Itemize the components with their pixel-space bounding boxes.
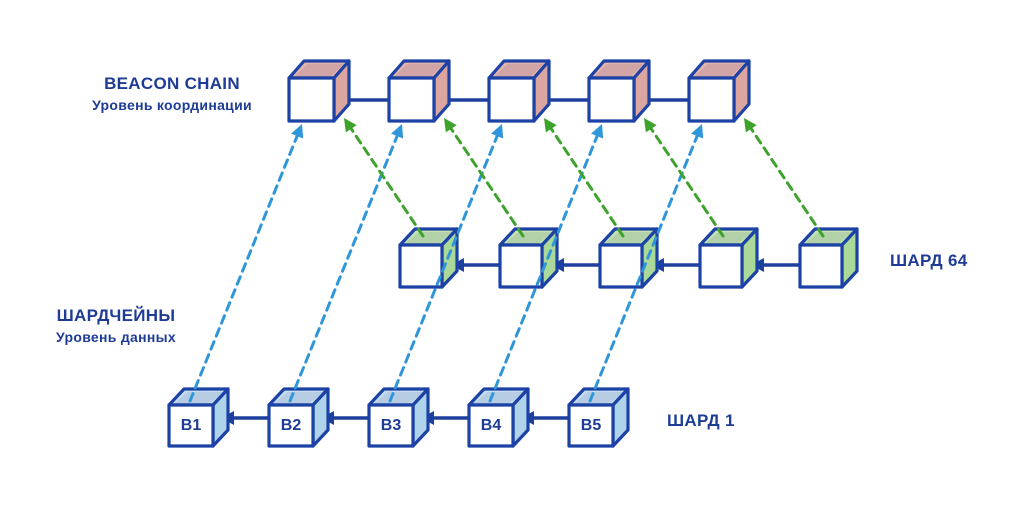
crosslink-arrow-green bbox=[649, 127, 725, 238]
crosslink-arrow-green bbox=[449, 127, 525, 238]
attestation-arrow-blue-head bbox=[691, 124, 704, 139]
crosslink-arrow-green-head bbox=[644, 118, 657, 133]
shard-1-block-cube bbox=[367, 387, 430, 448]
crosslink-arrow-green-head bbox=[544, 118, 557, 133]
beacon-block-cube bbox=[287, 59, 351, 123]
beacon-chain-row bbox=[287, 59, 751, 123]
beacon-chain-label: BEACON CHAIN Уровень координации bbox=[62, 74, 282, 114]
attestation-arrow-blue-head bbox=[391, 124, 404, 139]
beacon-chain-subtitle: Уровень координации bbox=[92, 97, 252, 113]
shard-64-block-cube bbox=[698, 227, 759, 289]
shard-64-block-cube bbox=[798, 227, 859, 289]
block-label: B4 bbox=[480, 417, 502, 434]
crosslink-arrow-green-head bbox=[744, 118, 757, 133]
shardchains-subtitle: Уровень данных bbox=[56, 329, 176, 345]
attestation-arrow-blue bbox=[388, 134, 499, 403]
crosslink-arrow-green bbox=[349, 127, 425, 238]
attestation-arrow-blue bbox=[488, 134, 599, 403]
block-label: B2 bbox=[280, 417, 302, 434]
attestation-arrow-blue bbox=[588, 134, 699, 403]
shard-1-block-cube bbox=[467, 387, 530, 448]
beacon-chain-title: BEACON CHAIN bbox=[104, 74, 240, 93]
attestation-arrow-blue-head bbox=[291, 124, 304, 139]
shard-64-row bbox=[398, 227, 859, 289]
crosslink-arrow-green bbox=[549, 127, 625, 238]
attestation-arrow-blue bbox=[188, 134, 299, 403]
shard-1-row bbox=[167, 387, 630, 448]
attestation-arrow-blue-head bbox=[591, 124, 604, 139]
shard-64-block-cube bbox=[498, 227, 559, 289]
block-label: B1 bbox=[180, 417, 202, 434]
crosslink-arrow-green bbox=[749, 127, 825, 238]
attestation-arrow-blue bbox=[288, 134, 399, 403]
shardchains-title: ШАРДЧЕЙНЫ bbox=[56, 306, 176, 325]
shardchains-label: ШАРДЧЕЙНЫ Уровень данных bbox=[31, 306, 201, 346]
shard-64-crosslink-arrows bbox=[344, 118, 825, 238]
beacon-block-cube bbox=[487, 59, 551, 123]
shard-1-block-cube bbox=[567, 387, 630, 448]
block-label: B5 bbox=[580, 417, 602, 434]
beacon-block-cube bbox=[387, 59, 451, 123]
shard-1-row-label: ШАРД 1 bbox=[667, 411, 735, 430]
shard-1-block-cube bbox=[167, 387, 230, 448]
beacon-block-cube bbox=[687, 59, 751, 123]
shard-1-attestation-arrows bbox=[188, 124, 704, 403]
shard-1-block-cube bbox=[267, 387, 330, 448]
crosslink-arrow-green-head bbox=[344, 118, 357, 133]
shard-64-row-label: ШАРД 64 bbox=[890, 251, 968, 270]
beacon-block-cube bbox=[587, 59, 651, 123]
block-label: B3 bbox=[380, 417, 402, 434]
crosslink-arrow-green-head bbox=[444, 118, 457, 133]
attestation-arrow-blue-head bbox=[491, 124, 504, 139]
